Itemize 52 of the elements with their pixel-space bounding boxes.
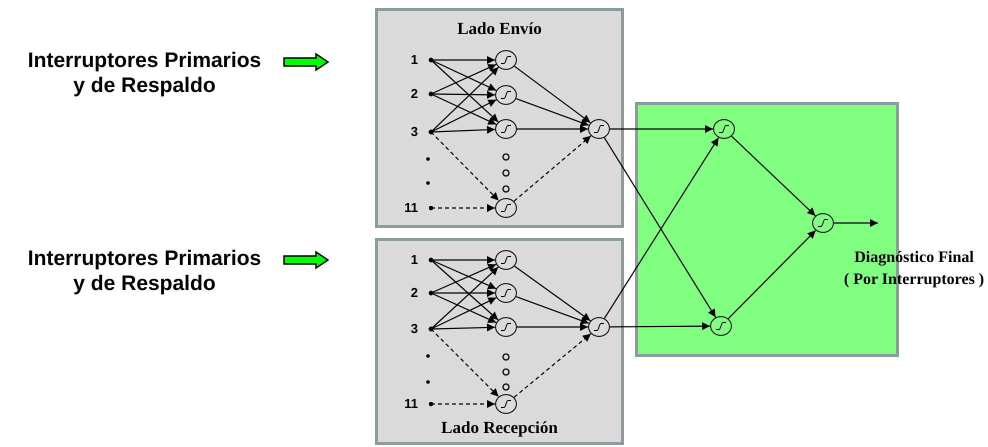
arrow <box>731 136 816 216</box>
input-label: 11 <box>397 199 431 217</box>
neuron-circle <box>713 119 735 139</box>
neuron-circle <box>495 50 517 70</box>
input-label: 1 <box>397 51 431 69</box>
input-label: 1 <box>397 251 431 269</box>
input-group-label: Interruptores Primarios y de Respaldo <box>22 48 284 98</box>
panel <box>375 8 624 228</box>
arrow <box>728 230 816 319</box>
output-label: Diagnóstico Final <box>854 248 974 268</box>
neuron-circle <box>812 213 834 233</box>
neuron-circle <box>710 316 732 336</box>
arrow <box>517 125 588 133</box>
arrow <box>514 333 592 398</box>
arrow <box>516 98 589 126</box>
arrow <box>610 125 713 133</box>
neuron-circle <box>495 317 517 337</box>
neuron-circle <box>588 317 610 337</box>
panel-heading: Lado Envío <box>457 19 542 39</box>
arrow <box>514 66 591 124</box>
input-label: 2 <box>397 85 431 103</box>
arrow <box>516 296 589 324</box>
input-label: 11 <box>397 395 431 413</box>
output-label: ( Por Interruptores ) <box>844 270 984 290</box>
arrow <box>428 204 495 212</box>
arrow <box>428 130 500 201</box>
input-label: 3 <box>397 123 431 141</box>
arrow <box>514 266 591 322</box>
panel-heading: Lado Recepción <box>441 418 558 438</box>
block-arrow <box>283 250 330 270</box>
input-group-label: Interruptores Primarios y de Respaldo <box>22 246 284 296</box>
neuron-circle <box>588 119 610 139</box>
block-arrow <box>283 52 330 72</box>
neuron-circle <box>495 283 517 303</box>
input-label: 3 <box>397 320 431 338</box>
neuron-circle <box>495 250 517 270</box>
arrow <box>428 258 499 320</box>
arrow <box>517 323 588 331</box>
input-label: 2 <box>397 284 431 302</box>
arrow <box>834 219 878 227</box>
neuron-circle <box>495 198 517 218</box>
panel <box>375 238 624 445</box>
arrow <box>428 400 495 408</box>
arrow <box>428 290 496 324</box>
arrow <box>610 322 710 330</box>
arrow <box>428 58 499 122</box>
neuron-circle <box>495 85 517 105</box>
arrow <box>428 326 500 398</box>
neuron-circle <box>495 119 517 139</box>
arrow <box>514 135 592 202</box>
neuron-circle <box>495 394 517 414</box>
arrow <box>428 92 496 125</box>
